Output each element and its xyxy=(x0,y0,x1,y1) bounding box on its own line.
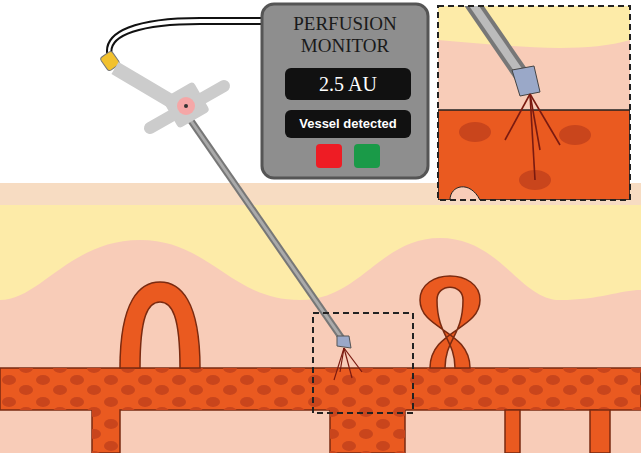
cable xyxy=(111,24,262,56)
node-text: PERFUSION MONITOR xyxy=(269,13,421,57)
monitor-panel: PERFUSION MONITOR2.5 AUVessel detected xyxy=(265,8,425,62)
node-text: 2.5 AU xyxy=(319,73,377,95)
inset-frame xyxy=(438,6,630,200)
green-light xyxy=(354,144,380,168)
monitor-housing xyxy=(262,4,428,178)
value-display: 2.5 AU xyxy=(285,68,411,100)
cable xyxy=(107,18,262,58)
node-text: Vessel detected xyxy=(299,117,397,131)
inset-view xyxy=(438,6,630,200)
skin-layer xyxy=(0,183,641,453)
zoom-frame xyxy=(313,313,413,413)
red-light xyxy=(316,144,342,168)
dermis-layer xyxy=(0,238,641,453)
fat-layer xyxy=(0,205,641,453)
status-display: Vessel detected xyxy=(285,110,411,138)
